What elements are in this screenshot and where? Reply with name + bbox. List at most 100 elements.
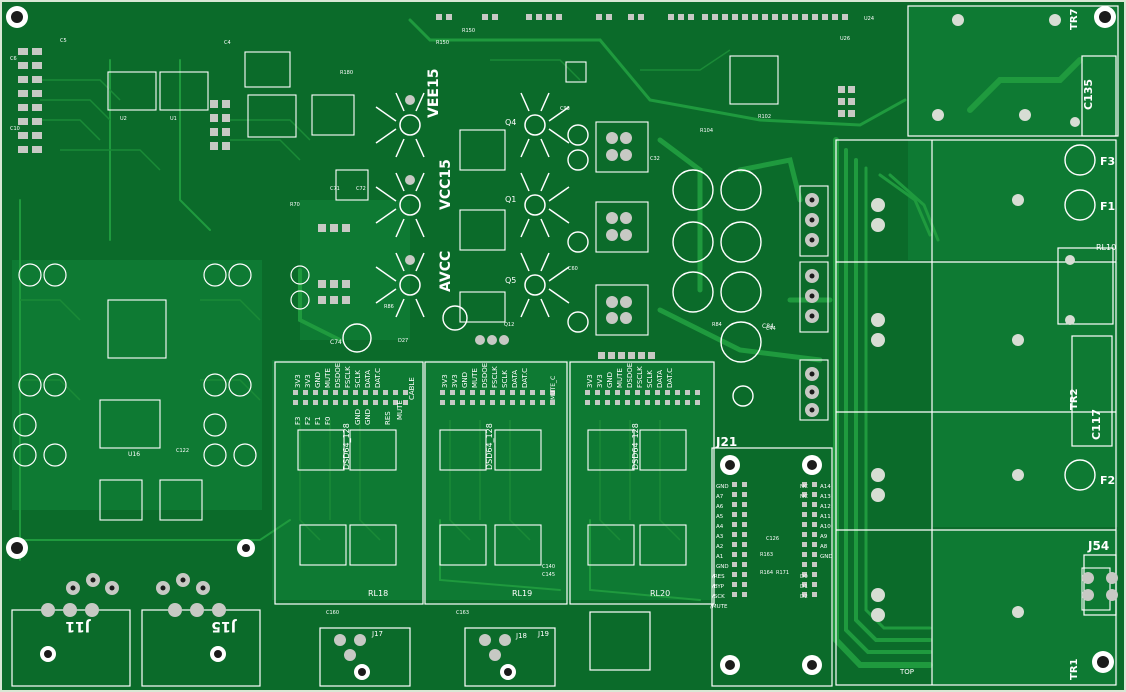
hdr-d-8: DAT.C [666, 368, 674, 388]
hdr-d-2: GND [606, 372, 614, 388]
hdr-b-0: F3 [294, 417, 302, 425]
hdr-d-6: SCLK [646, 370, 654, 388]
ref-6: U2 [120, 116, 127, 122]
j21-right-5: A11 [820, 514, 831, 520]
label-c84: C84 [762, 323, 774, 330]
ref-designators: R150 C4 C6 C10 R180 C5 U2 U1 C71 C72 R70… [10, 16, 874, 616]
label-rl18: RL18 [368, 589, 388, 598]
ref-14: R84 [712, 322, 722, 328]
label-top: TOP [899, 668, 914, 676]
hdr-b-3: F0 [324, 417, 332, 425]
ref-17: U24 [864, 16, 874, 22]
hdr-c-1: 3V3 [451, 374, 459, 388]
label-q5: Q5 [505, 276, 516, 285]
hdr-a-5: FSCLK [344, 366, 352, 388]
j21-right-9: GND [820, 554, 833, 560]
j21-right-0: NC [800, 484, 808, 490]
hdr-c-7: DATA [511, 370, 519, 388]
label-cable: CABLE [408, 377, 416, 400]
hdr-c-4: DSDOE [481, 363, 489, 388]
label-vcc15: VCC15 [438, 159, 454, 210]
ref-0: R150 [436, 40, 449, 46]
ref-30: R104 [700, 128, 713, 134]
hdr-b-4: GND [354, 409, 362, 425]
hdr-d-5: FSCLK [636, 366, 644, 388]
ref-7: U1 [170, 116, 177, 122]
hdr-a-0: 3V3 [294, 374, 302, 388]
j21-right-2: A14 [820, 484, 831, 490]
label-c135: C135 [1082, 79, 1095, 110]
label-q4: Q4 [505, 118, 516, 127]
label-j54: J54 [1087, 539, 1109, 553]
j21-right-8: A8 [820, 544, 828, 550]
through-hole-pads [41, 95, 1118, 661]
j21-right-10: D0 [800, 574, 808, 580]
ref-25: C140 [542, 564, 555, 570]
label-tr2: TR2 [1069, 388, 1080, 410]
label-mute: MUTE [396, 400, 404, 420]
ref-26: C145 [542, 572, 555, 578]
ref-5: C5 [60, 38, 67, 44]
j21-left-6: A2 [716, 544, 723, 550]
silkscreen-text: VEE15 VCC15 AVCC Q4 Q1 Q5 J21 J54 C135 C… [65, 8, 1116, 680]
j21-left-1: A7 [716, 494, 724, 500]
hdr-b-1: F2 [304, 417, 312, 425]
label-j21: J21 [715, 435, 737, 449]
j21-left-0: GND [716, 484, 729, 490]
j21-left-2: A6 [716, 504, 724, 510]
ic-outlines [99, 51, 1111, 611]
j21-right-7: A9 [820, 534, 828, 540]
j21-left-5: A3 [716, 534, 724, 540]
ref-32: C163 [456, 610, 469, 616]
label-j18: J18 [515, 632, 527, 640]
hdr-c-0: 3V3 [441, 374, 449, 388]
label-c117: C117 [1090, 409, 1103, 440]
ref-27: D27 [398, 338, 408, 344]
ref-24: R171 [776, 570, 789, 576]
ref-12: C60 [568, 266, 578, 272]
label-f1: F1 [1100, 200, 1115, 213]
ref-29: R102 [758, 114, 771, 120]
j21-right-11: D1 [800, 584, 808, 590]
heatsinks [375, 92, 570, 318]
ref-11: R86 [384, 304, 394, 310]
signal-traces [20, 49, 731, 541]
label-f2: F2 [1100, 474, 1115, 487]
j21-left-8: GND [716, 564, 729, 570]
hdr-a-6: SCLK [354, 370, 362, 388]
hdr-d-4: DSDOE [626, 363, 634, 388]
hdr-a-2: GND [314, 372, 322, 388]
hdr-c-3: MUTE [471, 368, 479, 388]
label-mute-c: MUTE_C [550, 376, 557, 400]
capacitors-small [13, 263, 310, 467]
pad-arrays [18, 14, 855, 597]
j21-left-11: /SCK [712, 594, 725, 600]
header-labels: 3V3 3V3 GND MUTE DSDOE FSCLK SCLK DATA D… [294, 363, 674, 425]
ref-9: C72 [356, 186, 366, 192]
ref-19: R150 [462, 28, 475, 34]
j21-right-3: A13 [820, 494, 831, 500]
ref-2: C6 [10, 56, 17, 62]
hdr-d-0: 3V3 [586, 374, 594, 388]
hdr-a-1: 3V3 [304, 374, 312, 388]
hdr-d-1: 3V3 [596, 374, 604, 388]
label-u16: U16 [128, 451, 140, 458]
hdr-a-3: MUTE [324, 368, 332, 388]
label-dsd-b: DSD64_128 [485, 423, 494, 470]
j21-pin-labels: GND A7 A6 A5 A4 A3 A2 A1 GND /RES /BYP /… [710, 484, 833, 610]
ref-31: C160 [326, 610, 339, 616]
j21-left-9: /RES [712, 574, 725, 580]
ref-21: C126 [766, 536, 779, 542]
ref-16: C44 [766, 326, 776, 332]
hdr-c-5: FSCLK [491, 366, 499, 388]
hdr-c-8: DAT.C [521, 368, 529, 388]
hdr-a-4: DSDOE [334, 363, 342, 388]
label-dsd-c: DSD64_128 [631, 423, 640, 470]
label-rl20: RL20 [650, 589, 670, 598]
mounting-holes [6, 6, 1116, 680]
ref-28: Q12 [504, 322, 514, 328]
ref-8: C71 [330, 186, 340, 192]
j21-right-1: NC [800, 494, 808, 500]
j21-left-3: A5 [716, 514, 724, 520]
